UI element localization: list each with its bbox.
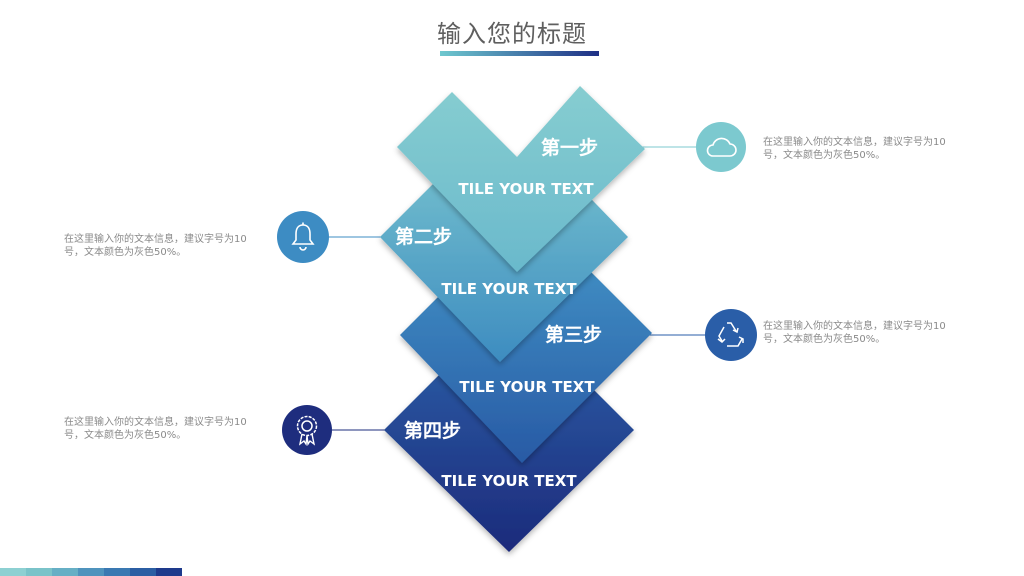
footer-swatch — [26, 568, 52, 576]
step-3-subtitle: TILE YOUR TEXT — [459, 378, 595, 396]
award-badge-icon — [296, 415, 318, 446]
footer-swatch — [52, 568, 78, 576]
step-1-label: 第一步 — [541, 136, 598, 159]
step-3-label: 第三步 — [545, 323, 602, 346]
footer-swatch — [156, 568, 182, 576]
step-2-label: 第二步 — [395, 225, 452, 248]
step-1-subtitle: TILE YOUR TEXT — [458, 180, 594, 198]
cloud-icon — [706, 137, 737, 157]
step-4-description: 在这里输入你的文本信息，建议字号为10号，文本颜色为灰色50%。 — [64, 417, 247, 441]
footer-swatch — [0, 568, 26, 576]
step-4-subtitle: TILE YOUR TEXT — [441, 472, 577, 490]
step-1-icon-circle — [696, 122, 746, 172]
step-1-description: 在这里输入你的文本信息，建议字号为10号，文本颜色为灰色50%。 — [763, 137, 946, 161]
step-2-icon-circle — [277, 211, 329, 263]
footer-color-strip — [0, 568, 182, 576]
step-3-icon-circle — [705, 309, 757, 361]
step-2-description: 在这里输入你的文本信息，建议字号为10号，文本颜色为灰色50%。 — [64, 234, 247, 258]
footer-swatch — [78, 568, 104, 576]
footer-swatch — [104, 568, 130, 576]
chevron-step-1 — [397, 86, 645, 272]
recycle-icon — [717, 322, 744, 347]
step-4-icon-circle — [282, 405, 332, 455]
step-3-description: 在这里输入你的文本信息，建议字号为10号，文本颜色为灰色50%。 — [763, 321, 946, 345]
title-underline — [440, 51, 599, 56]
step-2-subtitle: TILE YOUR TEXT — [441, 280, 577, 298]
bell-icon — [291, 222, 315, 251]
page-title: 输入您的标题 — [437, 20, 587, 48]
footer-swatch — [130, 568, 156, 576]
step-4-label: 第四步 — [404, 419, 461, 442]
